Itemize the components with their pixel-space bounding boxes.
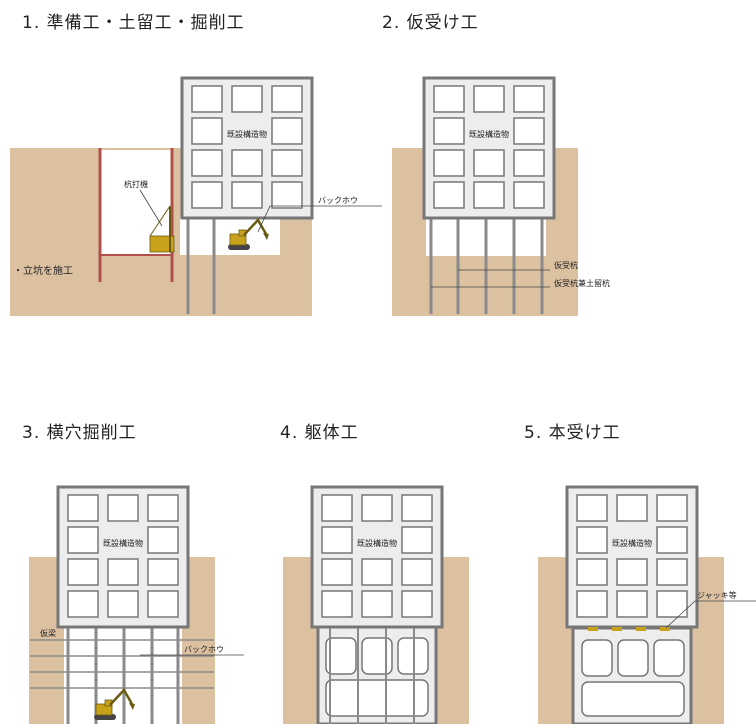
step-3-beam-label: 仮梁 bbox=[40, 628, 56, 638]
step-2-temp-piles bbox=[429, 218, 544, 314]
step-1-pile-driver bbox=[149, 205, 175, 253]
step-3-diagram: 既設構造物 仮梁 バックホウ bbox=[29, 485, 244, 724]
step-2-diagram: 既設構造物 仮受杭 仮受杭兼土留杭 bbox=[392, 76, 610, 316]
step-1-building-label: 既設構造物 bbox=[227, 129, 267, 139]
step-2-title: 2. 仮受け工 bbox=[382, 13, 479, 33]
step-3-building-label: 既設構造物 bbox=[103, 538, 143, 548]
step-1-diagram: 既設構造物 杭打機 バックホウ ・立坑を施工 bbox=[10, 76, 382, 316]
step-3-building bbox=[56, 485, 190, 629]
step-5-building-label: 既設構造物 bbox=[612, 538, 652, 548]
step-5-title: 5. 本受け工 bbox=[524, 423, 621, 443]
step-5-jack-label: ジャッキ等 bbox=[697, 590, 737, 600]
step-1-backhoe-label: バックホウ bbox=[318, 196, 358, 205]
step-4-diagram: 既設構造物 bbox=[283, 485, 469, 724]
step-4-building-label: 既設構造物 bbox=[357, 538, 397, 548]
step-1-building bbox=[180, 76, 314, 220]
step-3-beams bbox=[30, 639, 214, 689]
step-1-piles bbox=[186, 218, 216, 314]
step-5-jacks bbox=[588, 627, 670, 631]
step-4-building bbox=[310, 485, 444, 629]
step-2-temp-pile-retaining-label: 仮受杭兼土留杭 bbox=[554, 278, 610, 288]
step-1-pile-driver-label: 杭打機 bbox=[124, 179, 148, 189]
step-3-backhoe-label: バックホウ bbox=[184, 645, 224, 654]
step-2-temp-pile-label: 仮受杭 bbox=[554, 260, 578, 270]
step-1-shaft-label: ・立坑を施工 bbox=[13, 264, 73, 277]
step-5-diagram: 既設構造物 ジャッキ等 bbox=[538, 485, 756, 724]
step-2-building-label: 既設構造物 bbox=[469, 129, 509, 139]
step-2-building bbox=[422, 76, 556, 220]
step-5-building bbox=[565, 485, 699, 629]
step-4-title: 4. 躯体工 bbox=[280, 423, 359, 443]
step-1-title: 1. 準備工・土留工・掘削工 bbox=[22, 13, 245, 33]
step-3-title: 3. 横穴掘削工 bbox=[22, 423, 137, 443]
step-3-piles bbox=[66, 626, 180, 724]
step-4-piles bbox=[329, 626, 415, 724]
